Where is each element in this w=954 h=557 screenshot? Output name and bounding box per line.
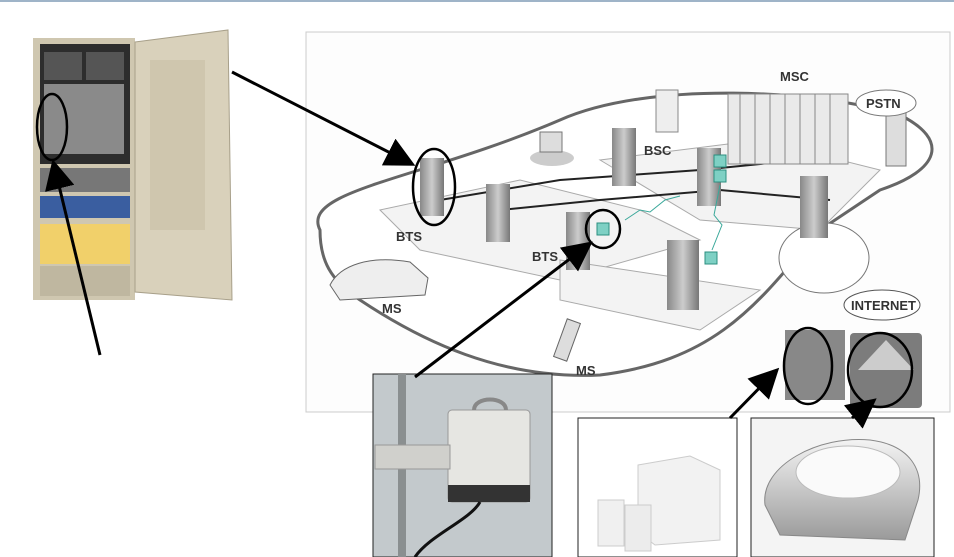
computer-terminal: [530, 150, 574, 166]
bsc-rack: [612, 128, 636, 186]
label-bsc: BSC: [644, 143, 672, 158]
label-pstn: PSTN: [866, 96, 901, 111]
label-ms-car: MS: [382, 301, 402, 316]
femtocell-photo: [577, 417, 738, 557]
top-rule: [0, 0, 954, 2]
radio-link: [711, 184, 723, 251]
bts-rack: [486, 184, 510, 242]
radio-link: [624, 195, 681, 221]
callout-arrows: [45, 70, 877, 429]
arrow-label-to-cabinet: [45, 159, 102, 356]
label-bts-left: BTS: [396, 229, 422, 244]
rack: [800, 176, 828, 238]
label-msc: MSC: [780, 69, 810, 84]
bts-rack: [420, 158, 444, 216]
outdoor-radio-unit-photo: [372, 373, 553, 557]
label-bts-center: BTS: [532, 249, 558, 264]
arrow-femto-to-building: [728, 367, 780, 420]
gsm-network-diagram: MSC PSTN BSC BTS BTS MS MS INTERNET: [305, 31, 951, 413]
label-ms-phone: MS: [576, 363, 596, 378]
label-internet: INTERNET: [851, 298, 916, 313]
bts-cabinet-photo: [33, 29, 233, 301]
car-ms: [329, 259, 429, 301]
arrow-router-to-home: [843, 398, 877, 429]
arrow-unit-to-antenna: [414, 241, 593, 379]
msc-racks: [727, 93, 849, 165]
arrow-cabinet-to-bts: [231, 70, 416, 166]
bts-rack: [667, 240, 699, 310]
server: [655, 89, 679, 133]
office-building-icon: [785, 330, 845, 400]
phone-ms: [552, 318, 582, 362]
home-icon: [850, 333, 922, 408]
home-router-photo: [750, 417, 935, 557]
internet-cloud: [843, 289, 921, 321]
